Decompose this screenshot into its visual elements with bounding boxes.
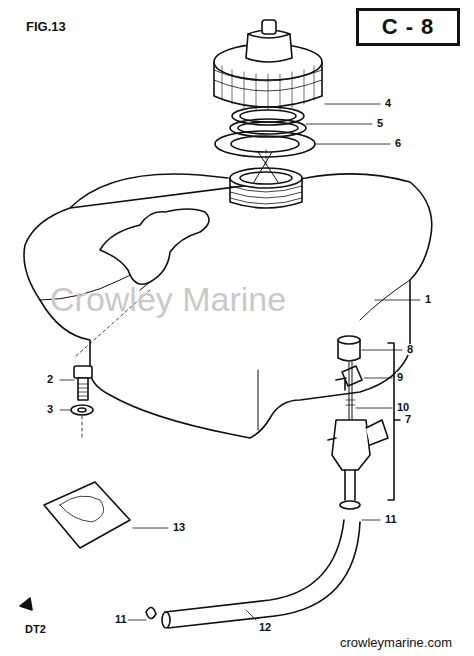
callout-number: 4 [384, 98, 392, 109]
callout-number: 1 [424, 294, 432, 305]
callout-number: 11 [114, 614, 128, 625]
section-code-box: C - 8 [356, 8, 460, 46]
section-code: C - 8 [382, 14, 435, 40]
callout-number: 11 [384, 514, 398, 525]
figure-title: FIG.13 [26, 20, 66, 33]
callout-number: 3 [46, 404, 54, 415]
callout-number: 13 [172, 522, 186, 533]
callout-number: 10 [396, 402, 410, 413]
callout-number: 5 [376, 118, 384, 129]
callout-number: 8 [406, 344, 414, 355]
callout-number: 7 [404, 414, 412, 425]
callout-number: 2 [46, 374, 54, 385]
watermark: Crowley Marine [50, 282, 286, 316]
callout-number: 9 [396, 372, 404, 383]
model-code: DT2 [24, 624, 47, 635]
callout-number: 12 [258, 622, 272, 633]
callout-number: 6 [394, 138, 402, 149]
website-text: crowleymarine.com [340, 636, 452, 649]
